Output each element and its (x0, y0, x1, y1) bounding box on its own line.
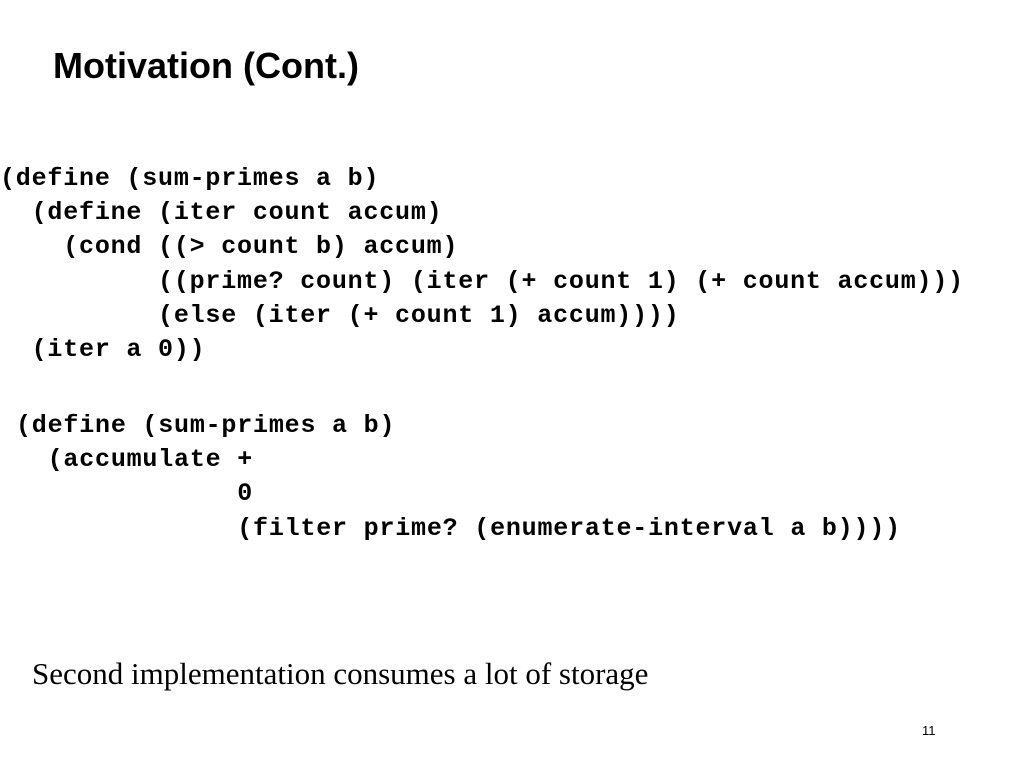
code-block-iterative: (define (sum-primes a b) (define (iter c… (0, 162, 1024, 367)
code-line: ((prime? count) (iter (+ count 1) (+ cou… (0, 266, 964, 296)
code-line: 0 (16, 479, 254, 509)
code-line: (define (sum-primes a b) (16, 411, 396, 440)
code-line: (filter prime? (enumerate-interval a b))… (16, 513, 901, 543)
code-line: (define (iter count accum) (0, 198, 443, 228)
code-line: (iter a 0)) (0, 334, 206, 364)
code-line: (accumulate + (16, 445, 254, 475)
code-line: (cond ((> count b) accum) (0, 232, 459, 262)
slide-title: Motivation (Cont.) (53, 45, 359, 86)
code-block-accumulate: (define (sum-primes a b) (accumulate + 0… (16, 409, 901, 546)
slide-caption: Second implementation consumes a lot of … (32, 656, 649, 691)
page-number: 11 (922, 723, 936, 738)
code-line: (define (sum-primes a b) (0, 164, 380, 193)
code-line: (else (iter (+ count 1) accum)))) (0, 300, 680, 330)
